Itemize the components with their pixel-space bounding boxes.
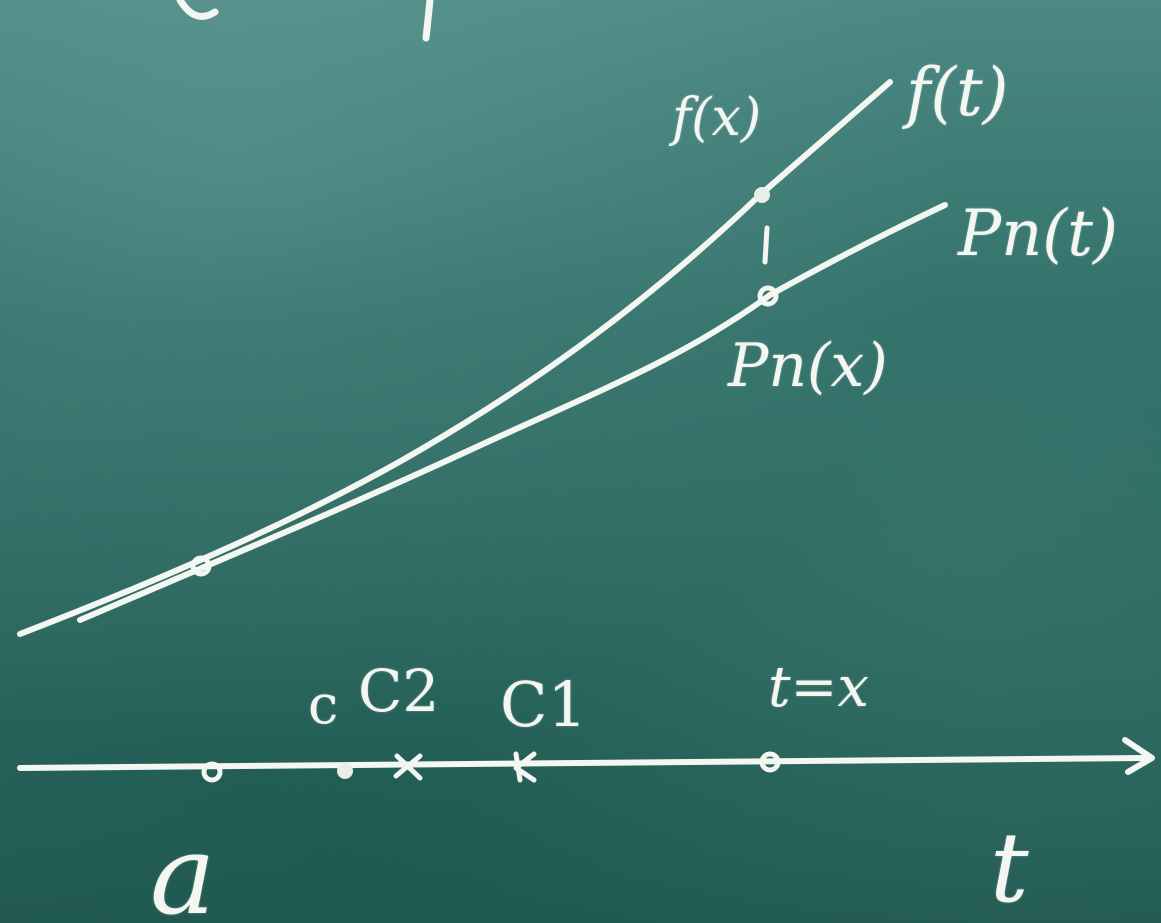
label-t-axis: t (990, 812, 1029, 923)
label-pn-of-x: Pn(x) (728, 331, 888, 401)
label-f-of-x: f(x) (672, 88, 762, 148)
label-c2: C2 (358, 657, 440, 725)
label-c1: C1 (500, 668, 587, 741)
point-pnx (757, 285, 779, 307)
label-a: a (150, 811, 216, 923)
axis-cross-c2 (393, 753, 423, 781)
f-curve (17, 79, 893, 637)
pn-curve (77, 202, 948, 623)
axis-point-c (337, 763, 353, 779)
label-pn-of-t: Pn(t) (958, 197, 1118, 271)
label-c: c (308, 673, 339, 736)
top-edge-scrawl (176, 0, 434, 42)
axis-point-a (201, 761, 223, 783)
axis-point-x (759, 751, 781, 773)
t-axis-arrowhead (1122, 737, 1155, 775)
axis-cross-c1 (513, 751, 537, 783)
gap-tick (762, 225, 770, 265)
t-axis (17, 755, 1153, 771)
label-f-of-t: f(t) (906, 54, 1009, 131)
point-fx (754, 187, 770, 203)
point-start (190, 555, 212, 577)
label-t-equals-x: t=x (768, 655, 870, 720)
